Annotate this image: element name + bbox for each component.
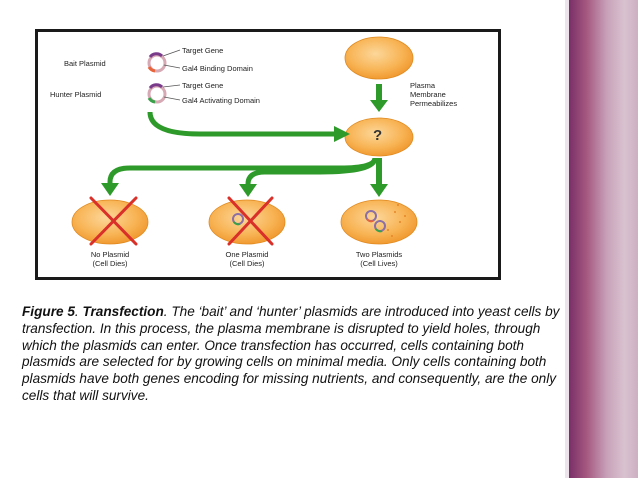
bait-target-gene-label: Target Gene (182, 46, 224, 55)
down-arrow-icon (370, 84, 388, 112)
outcome3-label-1: Two Plasmids (355, 250, 403, 259)
yeast-cell-no-plasmid (71, 199, 149, 245)
outcome2-label-1: One Plasmid (225, 250, 269, 259)
cross-icon (89, 196, 138, 246)
branch-arrows-icon (101, 157, 388, 197)
outcome1-label-1: No Plasmid (90, 250, 130, 259)
hunter-target-gene-label: Target Gene (182, 81, 224, 90)
hunter-plasmid-icon (147, 83, 167, 104)
caption-separator: . (74, 304, 83, 319)
decorative-sidebar (569, 0, 638, 478)
caption-label: Figure 5 (22, 304, 75, 319)
membrane-label-2: Membrane (410, 90, 446, 99)
pointer-line (162, 49, 181, 57)
outcome3-label-2: (Cell Lives) (360, 259, 398, 268)
pointer-line (163, 96, 181, 101)
hunter-plasmid-label: Hunter Plasmid (50, 90, 102, 99)
cell-speckles (387, 204, 406, 237)
outcome1-label-2: (Cell Dies) (92, 259, 128, 268)
figure-caption: Figure 5. Transfection. The ‘bait’ and ‘… (22, 304, 562, 405)
yeast-cell-middle (344, 117, 414, 157)
sidebar-edge (565, 0, 569, 478)
question-mark: ? (373, 127, 383, 144)
yeast-cell-top (344, 36, 414, 80)
caption-body: . The ‘bait’ and ‘hunter’ plasmids are i… (22, 304, 560, 403)
bait-plasmid-icon (147, 52, 167, 73)
cross-icon (227, 196, 274, 246)
membrane-label-1: Plasma (410, 81, 436, 90)
pointer-line (163, 64, 181, 69)
outcome2-label-2: (Cell Dies) (229, 259, 265, 268)
membrane-label-3: Permeabilizes (410, 99, 458, 108)
single-plasmid-icon (232, 213, 244, 226)
bait-plasmid-label: Bait Plasmid (64, 59, 106, 68)
hunter-domain-label: Gal4 Activating Domain (182, 96, 260, 105)
pointer-line (162, 84, 181, 88)
two-plasmids-icon (365, 210, 386, 233)
caption-title: Transfection (82, 304, 164, 319)
yeast-cell-one-plasmid (208, 199, 286, 245)
bait-domain-label: Gal4 Binding Domain (182, 64, 253, 73)
curved-arrow-icon (147, 111, 350, 142)
